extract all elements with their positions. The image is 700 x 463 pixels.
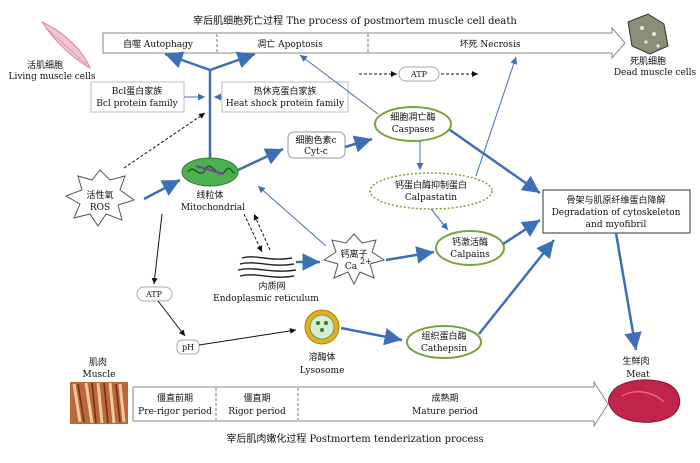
bcl-box — [90, 81, 185, 113]
stage-rigor-en: Rigor period — [228, 407, 286, 417]
ros-label-zh: 活性氧 — [86, 189, 113, 201]
mito-label-zh: 线粒体 — [196, 189, 223, 201]
degradation-to-meat-arrow — [614, 232, 642, 351]
endoplasmic-reticulum-icon — [237, 256, 297, 278]
living-muscle-cell-icon — [40, 20, 91, 70]
mito-branch-arrows — [164, 51, 256, 158]
bottom-band-arrow — [132, 380, 609, 428]
cytc-label-en: Cyt-c — [304, 147, 328, 157]
calpains-ellipse — [435, 230, 505, 266]
calpastatin-to-calpains-arrow — [430, 208, 449, 231]
cytc-label-zh: 细胞色素c — [295, 134, 336, 146]
muscle-label-zh: 肌肉 — [89, 356, 107, 368]
stage-necrosis: 坏死 Necrosis — [460, 38, 521, 50]
stage-apoptosis: 凋亡 Apoptosis — [257, 38, 323, 50]
bcl-label-en: Bcl protein family — [96, 99, 178, 109]
atp-left-pill — [136, 286, 173, 302]
er-label-zh: 内质网 — [258, 280, 285, 292]
er-label-en: Endoplasmic reticulum — [213, 294, 319, 304]
meat-label-en: Meat — [626, 370, 650, 380]
mito-to-cytc-arrow — [237, 147, 284, 172]
atp-left-label: ATP — [145, 290, 163, 299]
dead-cells-label-zh: 死肌细胞 — [630, 55, 666, 67]
lysosome-label-zh: 溶酶体 — [308, 351, 335, 363]
atp-top-pill — [398, 66, 440, 82]
top-band-arrow — [102, 26, 626, 60]
bcl-label-zh: Bcl蛋白家族 — [112, 85, 163, 97]
calpains-to-degradation-arrow — [502, 218, 541, 246]
cytc-to-caspases-arrow — [344, 135, 373, 153]
lysosome-icon — [304, 309, 340, 345]
lysosome-to-cathepsin-arrow — [340, 326, 403, 346]
calpains-label-en: Calpains — [450, 250, 490, 260]
stage-mature-zh: 成熟期 — [431, 392, 458, 404]
atp-top-label: ATP — [410, 70, 428, 79]
ros-label-en: ROS — [90, 203, 110, 213]
ph-pill — [176, 339, 200, 355]
degradation-box — [542, 189, 691, 234]
lysosome-label-en: Lysosome — [300, 366, 345, 376]
caspases-ellipse — [374, 106, 452, 142]
ros-to-bcl-arrow — [123, 112, 206, 169]
ros-starburst — [64, 169, 136, 227]
living-cells-label-en: Living muscle cells — [8, 72, 95, 82]
degradation-label-zh: 骨架与肌原纤维蛋白降解 — [566, 194, 665, 206]
cytc-box — [287, 131, 346, 159]
calpastatin-to-necrosis-arrow — [475, 56, 518, 177]
calpains-label-zh: 钙激活酶 — [452, 236, 488, 248]
calpastatin-label-en: Calpastatin — [405, 193, 457, 203]
degradation-label-en2: and myofibril — [586, 220, 647, 230]
calcium-to-mito-arrow — [257, 185, 327, 247]
er-to-mito-arrow — [253, 213, 271, 251]
hsp-box — [221, 81, 349, 113]
stage-pre-rigor-zh: 僵直前期 — [157, 392, 193, 404]
mito-to-atp-arrow — [151, 213, 163, 285]
dead-muscle-cell-icon — [627, 13, 669, 55]
ph-to-lysosome-arrow — [198, 327, 297, 346]
ph-label: pH — [182, 343, 194, 352]
calpastatin-ellipse — [369, 172, 493, 210]
mito-to-er-arrow — [243, 213, 263, 253]
dead-cells-label-en: Dead muscle cells — [614, 68, 697, 78]
caspases-label-en: Caspases — [392, 125, 435, 135]
calcium-label-zh: 钙离子 — [340, 248, 367, 260]
caspases-to-degradation-arrow — [449, 128, 541, 195]
bottom-band-title: 宰后肌肉嫩化过程 Postmortem tenderization proces… — [226, 432, 483, 445]
stage-autophagy: 自噬 Autophagy — [123, 38, 194, 50]
meat-label-zh: 生鲜肉 — [622, 355, 649, 367]
cathepsin-to-degradation-arrow — [478, 239, 555, 335]
muscle-label-en: Muscle — [83, 370, 116, 380]
top-band-title: 宰后肌细胞死亡过程 The process of postmortem musc… — [193, 14, 517, 27]
living-cells-label-zh: 活肌细胞 — [27, 59, 63, 71]
caspases-to-apoptosis-arrow — [299, 54, 379, 115]
stage-pre-rigor-en: Pre-rigor period — [138, 407, 212, 417]
atp-to-ph-arrow — [157, 300, 186, 337]
cathepsin-label-en: Cathepsin — [421, 344, 467, 354]
ros-to-mito-arrow — [143, 178, 181, 201]
caspases-label-zh: 细胞凋亡酶 — [390, 111, 435, 123]
cathepsin-ellipse — [406, 325, 482, 359]
stage-mature-en: Mature period — [412, 407, 478, 417]
calcium-starburst — [322, 233, 386, 286]
hsp-label-en: Heat shock protein family — [226, 99, 345, 109]
stage-rigor-zh: 僵直期 — [243, 392, 270, 404]
calcium-charge: 2+ — [360, 257, 372, 266]
mito-label-en: Mitochondrial — [181, 203, 245, 213]
calcium-label-en: Ca — [345, 262, 358, 272]
calcium-to-calpains-arrow — [385, 246, 435, 264]
hsp-label-zh: 热休克蛋白家族 — [253, 85, 316, 97]
cathepsin-label-zh: 组织蛋白酶 — [421, 330, 466, 342]
muscle-photo-icon — [70, 382, 128, 424]
meat-icon — [608, 379, 681, 423]
calpastatin-label-zh: 钙蛋白酶抑制蛋白 — [395, 179, 467, 191]
degradation-label-en1: Degradation of cytoskeleton — [552, 208, 681, 218]
mitochondria-icon — [181, 157, 239, 187]
